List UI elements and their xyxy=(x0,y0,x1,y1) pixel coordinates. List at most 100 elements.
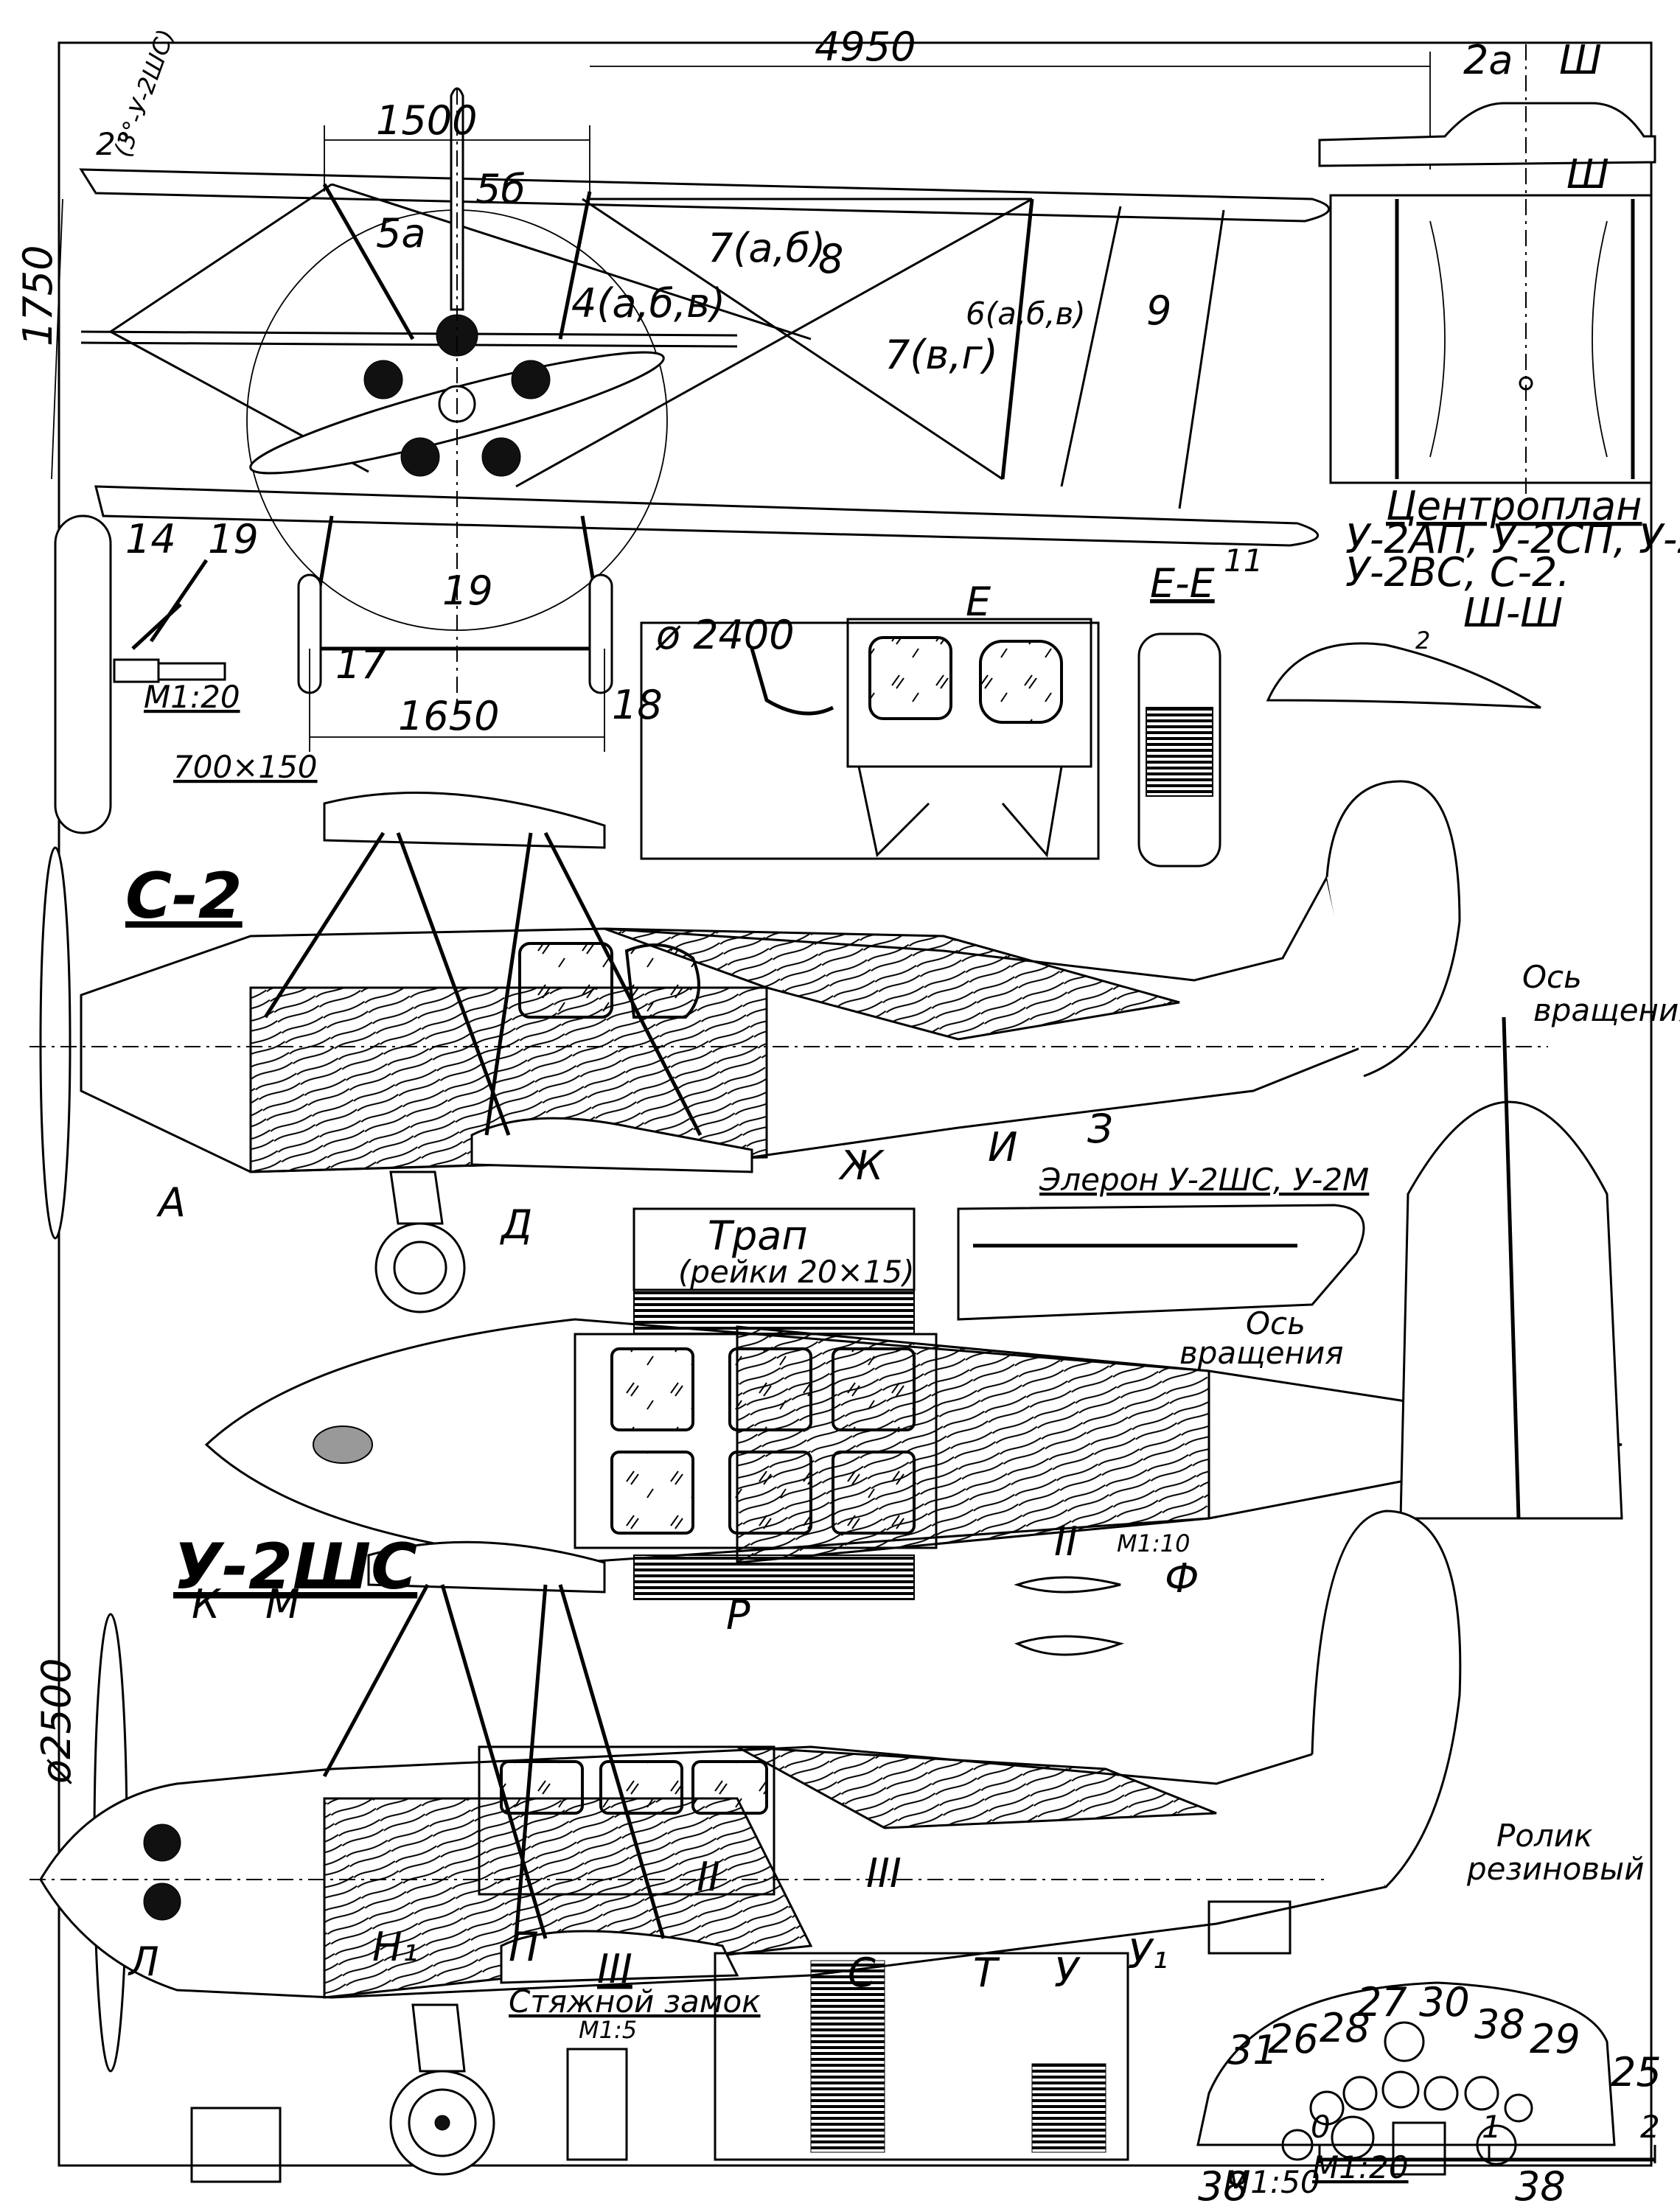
tyre-size-label: 700×150 xyxy=(173,749,318,785)
scale-tick-1: 1 xyxy=(1482,2109,1502,2145)
callout-9: 9 xyxy=(1146,287,1171,334)
cabin-side-section xyxy=(640,621,1100,860)
axis-label-2: вращения xyxy=(1533,992,1680,1028)
wheel-detail-scale: М1:20 xyxy=(144,679,240,715)
scale-tick-0: 0 xyxy=(1311,2109,1331,2145)
gauge xyxy=(1476,2124,1517,2166)
ladder-label-1: Трап xyxy=(708,1212,808,1259)
section-mark-f: Ф xyxy=(1165,1555,1199,1602)
c2-upper-wing xyxy=(323,791,606,849)
section-mark-s: С xyxy=(848,1950,876,1996)
seat-section-detail xyxy=(714,1952,1129,2161)
gauge xyxy=(1384,2021,1425,2062)
gauge xyxy=(1309,2090,1345,2126)
callout-7ab: 7(а,б) xyxy=(708,225,826,271)
c2-side-view xyxy=(29,780,1548,1313)
wheel-side-detail xyxy=(54,514,112,834)
section-title-sh-sh: Ш-Ш xyxy=(1463,590,1563,636)
turnbuckle-detail xyxy=(566,2048,628,2161)
section-mark-m: М xyxy=(265,1581,300,1627)
c2-rudder xyxy=(1325,780,1461,1078)
plan-window xyxy=(728,1347,812,1431)
ladder-slats-top xyxy=(633,1289,915,1335)
section-mark-t: Т xyxy=(973,1950,1000,1996)
section-mark-n1: Н₁ xyxy=(372,1924,418,1970)
dim-1750-label: 1750 xyxy=(15,245,61,346)
panel-scale: М1:20 xyxy=(1312,2149,1409,2185)
u2shs-struts xyxy=(322,1583,666,1939)
scale-bar-label: М1:50 xyxy=(1224,2164,1320,2200)
u2shs-window xyxy=(691,1760,768,1815)
wheel-detail xyxy=(54,514,226,834)
tail-skid-roller xyxy=(1207,1900,1292,1955)
panel-callout-31: 31 xyxy=(1227,2027,1278,2073)
detail-II-label: II xyxy=(1054,1518,1078,1565)
gauge xyxy=(1464,2076,1499,2111)
plan-window xyxy=(832,1347,916,1431)
section-mark-sh-top: Ш xyxy=(1559,37,1602,83)
plan-window xyxy=(610,1347,694,1431)
centre-section-title: Центроплан xyxy=(1386,483,1642,529)
panel-callout-29: 29 xyxy=(1530,2016,1580,2062)
callout-6: 6(а,б,в) xyxy=(966,296,1086,332)
u2shs-lower-wing xyxy=(500,1930,739,1984)
scale-bar xyxy=(1318,2145,1656,2163)
section-mark-e: Е xyxy=(966,579,991,625)
c2-cabin-window xyxy=(518,942,613,1019)
front-view xyxy=(51,52,1431,752)
aileron-axis-1: Ось xyxy=(1246,1305,1306,1341)
callout-11: 11 xyxy=(1224,542,1263,579)
scale-tick-2: 2 xyxy=(1640,2109,1660,2145)
gauge xyxy=(1504,2093,1533,2123)
fin-front xyxy=(450,87,464,311)
gauge xyxy=(1342,2076,1378,2111)
section-mark-u1: У₁ xyxy=(1128,1931,1168,1978)
plan-window xyxy=(610,1451,694,1535)
callout-5a: 5а xyxy=(376,210,425,257)
c2-main-wheel xyxy=(374,1222,466,1313)
roller-label-1: Ролик xyxy=(1496,1818,1593,1854)
u2shs-window xyxy=(500,1760,584,1815)
cabin-window xyxy=(979,640,1063,724)
dim-1500-label: 1500 xyxy=(376,97,477,144)
section-mark-zh: Ж xyxy=(838,1142,885,1189)
profile-callout-2: 2 xyxy=(1415,627,1430,655)
callout-7vg: 7(в,г) xyxy=(885,332,998,378)
aileron-detail xyxy=(957,1204,1365,1321)
section-mark-u: У xyxy=(1054,1950,1081,1996)
panel-callout-27: 27 xyxy=(1356,1979,1407,2025)
dim-prop-2500-label: ø2500 xyxy=(33,1658,80,1784)
u2shs-window xyxy=(599,1760,683,1815)
detail-II-profile xyxy=(1014,1576,1121,1594)
section-mark-d: Д xyxy=(500,1201,532,1248)
callout-4: 4(а,б,в) xyxy=(571,280,725,327)
section-mark-k: К xyxy=(192,1581,222,1627)
callout-17: 17 xyxy=(335,641,386,688)
c2-struts xyxy=(263,831,703,1137)
gauge xyxy=(1281,2129,1314,2161)
panel-outline xyxy=(1196,1981,1616,2146)
dim-prop-disc-label: ø 2400 xyxy=(655,612,795,658)
callout-5b: 5б xyxy=(475,166,526,212)
callout-14: 14 xyxy=(125,516,176,562)
propeller-side xyxy=(39,846,72,1240)
interplane-strut xyxy=(1000,198,1034,480)
detail-III-callout: III xyxy=(866,1850,902,1896)
u2shs-side-view xyxy=(29,1510,1462,2183)
centre-section-plan xyxy=(1329,194,1653,484)
lower-wing xyxy=(94,485,1319,547)
u2shs-upper-wing xyxy=(367,1540,606,1594)
section-mark-r: Р xyxy=(726,1592,750,1639)
bracing-wires xyxy=(110,183,1033,488)
centre-section-models-1: У-2АП, У-2СП, У-2Л, xyxy=(1345,516,1680,562)
cabane-struts xyxy=(322,183,592,341)
section-mark-z: З xyxy=(1087,1106,1113,1152)
upper-wing xyxy=(79,168,1330,223)
dim-1650-label: 1650 xyxy=(398,693,499,739)
centre-section-view xyxy=(1318,44,1656,501)
u2shs-rudder xyxy=(1311,1510,1462,1888)
callout-8: 8 xyxy=(818,236,843,282)
panel-callout-25: 25 xyxy=(1611,2049,1662,2095)
gauge xyxy=(1381,2070,1420,2109)
c2-title: С-2 xyxy=(125,859,243,933)
